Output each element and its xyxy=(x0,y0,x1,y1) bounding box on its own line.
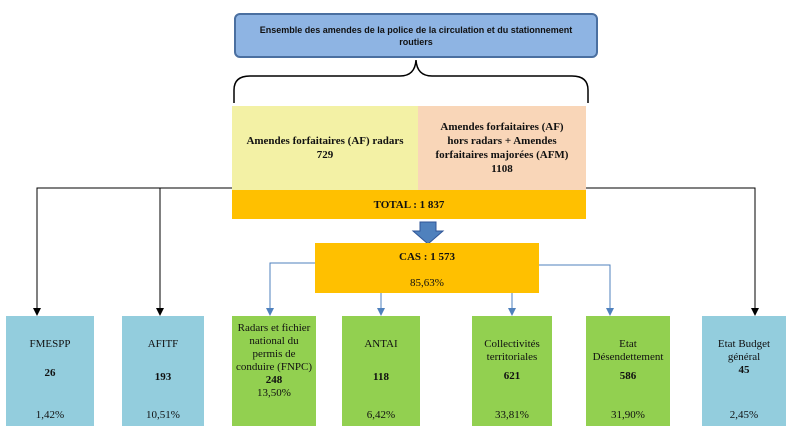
dest-amount: 118 xyxy=(373,371,389,383)
cas-box: CAS : 1 573 85,63% xyxy=(315,243,539,293)
dest-amount: 193 xyxy=(154,371,172,383)
dest-name: Collectivités territoriales xyxy=(484,338,540,363)
dest-name: FMESPP xyxy=(29,338,71,350)
dest-fnpc: Radars et fichier national du permis de … xyxy=(232,316,316,426)
total-text: TOTAL : 1 837 xyxy=(373,198,445,211)
dest-amount: 26 xyxy=(44,367,56,379)
total-box: TOTAL : 1 837 xyxy=(232,190,586,219)
dest-amount: 248 xyxy=(265,374,283,386)
dest-afitf: AFITF 193 10,51% xyxy=(122,316,204,426)
dest-pct: 1,42% xyxy=(35,409,65,421)
dest-etat-desendettement: Etat Désendettement 586 31,90% xyxy=(586,316,670,426)
dest-pct: 13,50% xyxy=(257,387,291,399)
dest-pct: 6,42% xyxy=(366,409,396,421)
dest-pct: 10,51% xyxy=(146,409,180,421)
cas-pct: 85,63% xyxy=(410,277,444,289)
af-radars-label: Amendes forfaitaires (AF) radars xyxy=(246,135,404,147)
dest-name: Radars et fichier national du permis de … xyxy=(235,322,313,373)
dest-amount: 621 xyxy=(503,370,521,382)
dest-etat-budget: Etat Budget général 45 2,45% xyxy=(702,316,786,426)
af-hors-radars-label: Amendes forfaitaires (AF) hors radars + … xyxy=(435,121,569,161)
dest-name: ANTAI xyxy=(364,338,398,350)
af-hors-radars-value: 1108 xyxy=(491,163,513,175)
connector-fmespp xyxy=(33,187,232,316)
dest-name: Etat Désendettement xyxy=(592,338,664,363)
connector-fnpc xyxy=(266,262,315,316)
dest-pct: 31,90% xyxy=(611,409,645,421)
brace xyxy=(233,59,589,103)
dest-antai: ANTAI 118 6,42% xyxy=(342,316,420,426)
dest-pct: 33,81% xyxy=(495,409,529,421)
dest-collectivites: Collectivités territoriales 621 33,81% xyxy=(472,316,552,426)
af-radars-value: 729 xyxy=(316,149,334,161)
diagram-title: Ensemble des amendes de la police de la … xyxy=(234,13,598,58)
dest-name: Etat Budget général xyxy=(717,338,771,363)
dest-fmespp: FMESPP 26 1,42% xyxy=(6,316,94,426)
connector-etat-desendettement xyxy=(539,264,614,316)
af-radars-box: Amendes forfaitaires (AF) radars 729 xyxy=(232,106,418,190)
cas-label: CAS : 1 573 xyxy=(399,251,455,263)
connector-etat-budget xyxy=(586,187,759,316)
down-arrow-icon xyxy=(411,221,445,245)
title-text: Ensemble des amendes de la police de la … xyxy=(259,24,573,47)
af-hors-radars-box: Amendes forfaitaires (AF) hors radars + … xyxy=(418,106,586,190)
dest-name: AFITF xyxy=(147,338,179,350)
dest-amount: 45 xyxy=(738,364,750,376)
dest-amount: 586 xyxy=(619,370,637,382)
dest-pct: 2,45% xyxy=(729,409,759,421)
